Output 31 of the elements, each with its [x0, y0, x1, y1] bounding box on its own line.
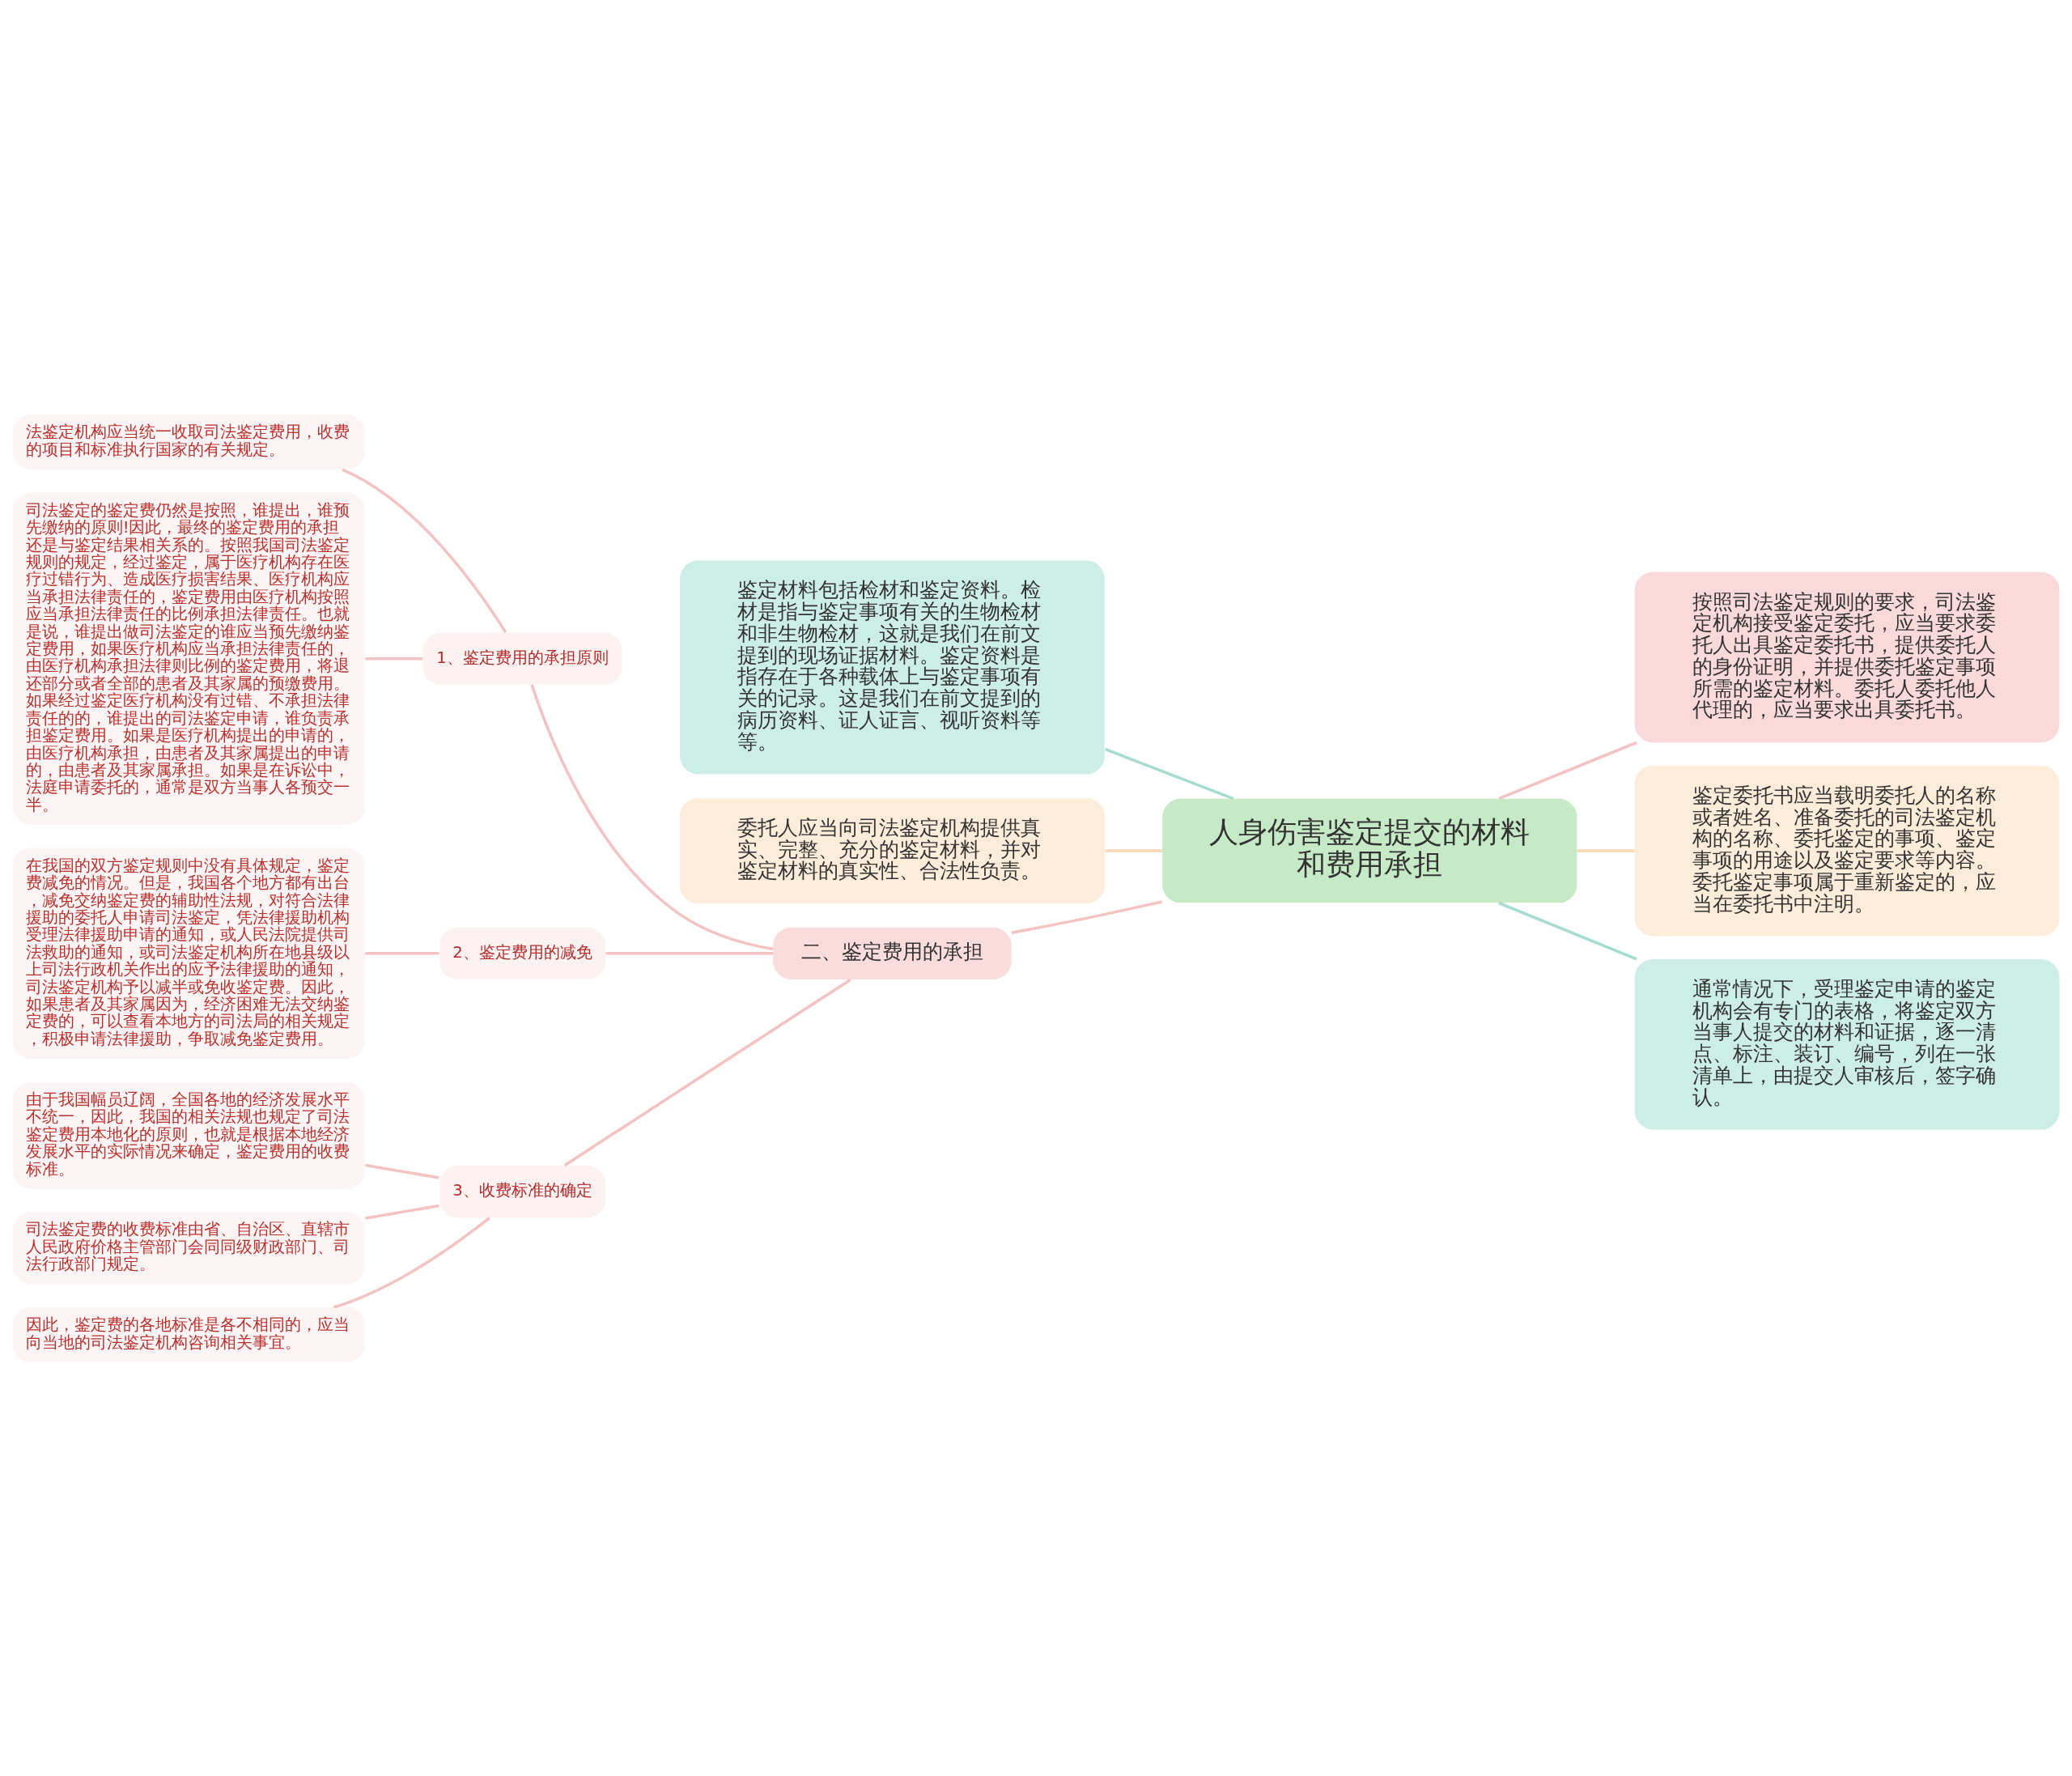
node-box: 通常情况下，受理鉴定申请的鉴定机构会有专门的表格，将鉴定双方当事人提交的材料和证据，逐一清点、标注、装订、编号，列在一张清单上，由提交人审核后，签字确认。	[1634, 958, 2060, 1130]
node-box: 二、鉴定费用的承担	[773, 927, 1012, 979]
node-box: 鉴定材料包括检材和鉴定资料。检材是指与鉴定事项有关的生物检材和非生物检材，这就是我们在前文提到的现场证据材料。鉴定资料是指存在于各种载体上与鉴定事项有关的记录。这是我们在前文提到的病历资料、证人证言、视听资料等等。	[680, 559, 1105, 774]
connector	[365, 951, 439, 955]
node-box: 按照司法鉴定规则的要求，司法鉴定机构接受鉴定委托，应当要求委托人出具鉴定委托书，提供委托人的身份证明，并提供委托鉴定事项所需的鉴定材料。委托人委托他人代理的，应当要求出具委托书。	[1634, 571, 2060, 742]
node-box: 法鉴定机构应当统一收取司法鉴定费用，收费的项目和标准执行国家的有关规定。	[12, 414, 366, 469]
connector	[1577, 848, 1635, 852]
node-box: 3、收费标准的确定	[439, 1165, 606, 1217]
node-box: 因此，鉴定费的各地标准是各不相同的，应当向当地的司法鉴定机构咨询相关事宜。	[12, 1307, 366, 1362]
connector	[1498, 901, 1637, 961]
connector	[1105, 848, 1162, 852]
node-box: 委托人应当向司法鉴定机构提供真实、完整、充分的鉴定材料，并对鉴定材料的真实性、合法性负责。	[680, 797, 1105, 903]
connector	[365, 1204, 439, 1220]
node-box: 2、鉴定费用的减免	[439, 927, 606, 979]
node-box: 鉴定委托书应当载明委托人的名称或者姓名、准备委托的司法鉴定机构的名称、委托鉴定的事项、鉴定事项的用途以及鉴定要求等内容。委托鉴定事项属于重新鉴定的，应当在委托书中注明。	[1634, 765, 2060, 936]
connector	[333, 1216, 490, 1309]
node-box: 司法鉴定费的收费标准由省、自治区、直辖市人民政府价格主管部门会同同级财政部门、司法行政部门规定。	[12, 1211, 366, 1284]
connector	[342, 467, 507, 633]
connector	[605, 951, 774, 955]
node-box: 1、鉴定费用的承担原则	[422, 632, 622, 685]
connector	[530, 683, 774, 950]
node-box: 由于我国幅员辽阔，全国各地的经济发展水平不统一，因此，我国的相关法规也规定了司法鉴定费用本地化的原则，也就是根据本地经济发展水平的实际情况来确定，鉴定费用的收费标准。	[12, 1081, 366, 1189]
node-box: 司法鉴定的鉴定费仍然是按照，谁提出，谁预先缴纳的原则!因此，最终的鉴定费用的承担还是与鉴定结果相关系的。按照我国司法鉴定规则的规定，经过鉴定，属于医疗机构存在医疗过错行为、造成医疗损害结果、医疗机构应当承担法律责任的，鉴定费用由医疗机构按照应当承担法律责任的比例承担法律责任。也就是说，谁提出做司法鉴定的谁应当预先缴纳鉴定费用，如果医疗机构应当承担法律责任的，由医疗机构承担法律则比例的鉴定费用，将退还部分或者全部的患者及其家属的预缴费用。如果经过鉴定医疗机构没有过错、不承担法律责任的的，谁提出的司法鉴定申请，谁负责承担鉴定费用。如果是医疗机构提出的申请的，由医疗机构承担，由患者及其家属提出的申请的，由患者及其家属承担。如果是在诉讼中，法庭申请委托的，通常是双方当事人各预交一半。	[12, 492, 366, 825]
connector	[1011, 899, 1162, 934]
connector	[365, 656, 423, 661]
connector	[365, 1163, 439, 1179]
connector	[1498, 741, 1637, 800]
connector	[563, 978, 851, 1166]
node-box: 人身伤害鉴定提交的材料和费用承担	[1162, 798, 1577, 903]
connector	[1105, 747, 1234, 800]
node-box: 在我国的双方鉴定规则中没有具体规定，鉴定费减免的情况。但是，我国各个地方都有出台，减免交纳鉴定费的辅助性法规，对符合法律援助的委托人申请司法鉴定，凭法律援助机构受理法律援助申请的通知，或人民法院提供司法救助的通知，或司法鉴定机构所在地县级以上司法行政机关作出的应予法律援助的通知，司法鉴定机构予以减半或免收鉴定费。因此，如果患者及其家属因为，经济困难无法交纳鉴定费的，可以查看本地方的司法局的相关规定，积极申请法律援助，争取减免鉴定费用。	[12, 848, 366, 1059]
